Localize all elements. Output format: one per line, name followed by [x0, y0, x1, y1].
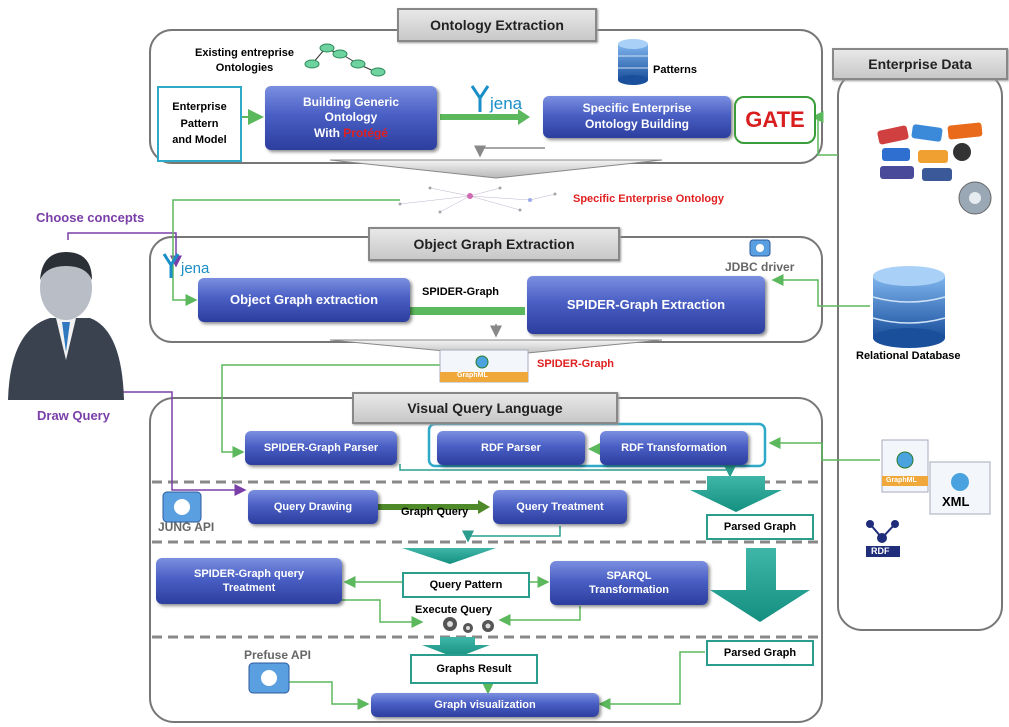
user-avatar-icon: [8, 252, 124, 400]
query-treatment-box: Query Treatment: [493, 490, 627, 524]
existing-ontologies-label: Existing entreprise Ontologies: [195, 47, 295, 74]
patterns-label: Patterns: [653, 64, 698, 76]
draw-query-label: Draw Query: [37, 408, 110, 423]
query-pattern-box: Query Pattern: [402, 572, 530, 598]
gate-logo: GATE: [734, 96, 816, 144]
patterns-database-icon: [618, 39, 648, 85]
spider-graph-parser-box: SPIDER-Graph Parser: [245, 431, 397, 465]
graph-visualization-box: Graph visualization: [371, 693, 599, 717]
xml-file-label: XML: [942, 494, 970, 509]
parsed-graph-box-1: Parsed Graph: [706, 514, 814, 540]
spider-graph-label: SPIDER-Graph: [537, 358, 615, 370]
ontology-network-icon: [398, 186, 557, 214]
execute-query-label: Execute Query: [415, 604, 493, 616]
specific-enterprise-ontology-building-box: Specific Enterprise Ontology Building: [543, 96, 731, 138]
graphml-file-label: GraphML: [886, 477, 917, 484]
enterprise-pattern-box: Enterprise Pattern and Model: [157, 86, 242, 162]
protege-label: Protégé: [343, 125, 388, 140]
jena-logo-icon: [162, 253, 180, 278]
enterprise-data-header: Enterprise Data: [832, 48, 1008, 80]
graphml-file-icon: [881, 439, 929, 493]
spider-graph-extraction-box: SPIDER-Graph Extraction: [527, 276, 765, 334]
parsed-graph-box-2: Parsed Graph: [706, 640, 814, 666]
object-graph-extraction-box: Object Graph extraction: [198, 278, 410, 322]
jena-label: jena: [490, 94, 523, 113]
prefuse-gear-icon: [248, 662, 290, 694]
jung-api-label: JUNG API: [158, 520, 215, 534]
object-graph-header: Object Graph Extraction: [368, 227, 620, 261]
graphml-document-icon: [439, 349, 529, 383]
jena-logo-icon: [470, 85, 490, 112]
rdf-logo-label: RDF: [871, 546, 890, 556]
rdf-transformation-box: RDF Transformation: [600, 431, 748, 465]
spider-graph-arrow-label: SPIDER-Graph: [422, 286, 500, 298]
rdf-logo-icon: [864, 518, 902, 558]
specific-enterprise-ontology-label: Specific Enterprise Ontology: [573, 193, 724, 205]
choose-concepts-label: Choose concepts: [36, 210, 145, 225]
jung-gear-icon: [162, 491, 202, 523]
existing-ontologies-graph-icon: [304, 43, 386, 77]
ontology-extraction-header: Ontology Extraction: [397, 8, 597, 42]
execute-query-gears-icon: [443, 617, 494, 633]
rdf-parser-box: RDF Parser: [437, 431, 585, 465]
jena-label: jena: [181, 260, 210, 277]
vql-header: Visual Query Language: [352, 392, 618, 424]
relational-database-icon: [872, 266, 946, 348]
jdbc-gear-icon: [749, 239, 771, 257]
graphml-label: GraphML: [457, 372, 488, 379]
web-sources-icon: [877, 122, 992, 215]
spider-graph-query-treatment-box: SPIDER-Graph query Treatment: [156, 558, 342, 604]
xml-file-icon: [929, 461, 991, 515]
sparql-transformation-box: SPARQL Transformation: [550, 561, 708, 605]
relational-database-label: Relational Database: [856, 350, 961, 362]
prefuse-api-label: Prefuse API: [244, 648, 311, 662]
graphs-result-box: Graphs Result: [410, 654, 538, 684]
graph-query-label: Graph Query: [401, 506, 469, 518]
jdbc-driver-label: JDBC driver: [725, 260, 795, 274]
query-drawing-box: Query Drawing: [248, 490, 378, 524]
building-generic-ontology-box: Building Generic Ontology With Protégé: [265, 86, 437, 150]
